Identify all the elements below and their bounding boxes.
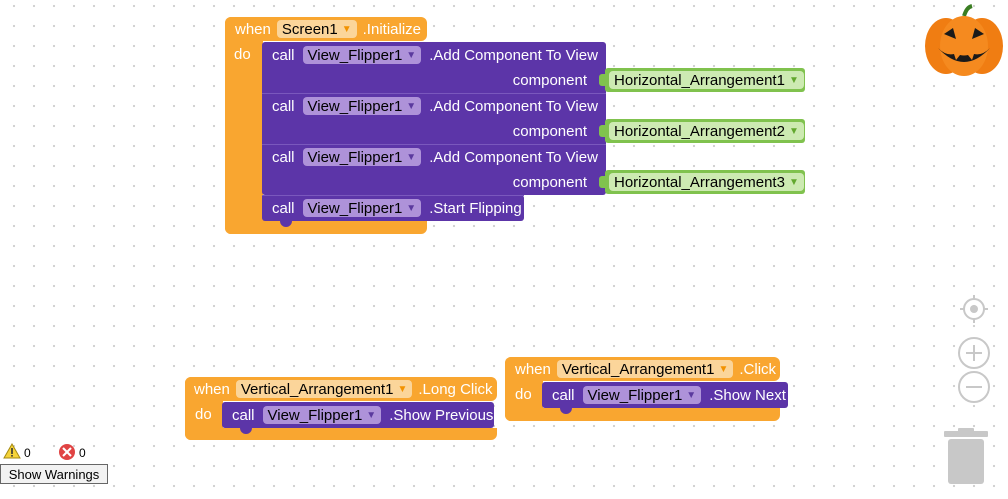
component-dropdown-horizontal[interactable]: Horizontal_Arrangement1 ▼ (609, 71, 804, 89)
crosshair-icon[interactable] (959, 294, 989, 324)
component-dropdown-screen1[interactable]: Screen1 ▼ (276, 20, 357, 38)
horizontal-arrangement-block[interactable]: Horizontal_Arrangement2 ▼ (599, 119, 805, 143)
trash-icon[interactable] (942, 428, 990, 486)
dropdown-arrow-icon: ▼ (718, 363, 729, 375)
event-name: .Long Click (418, 380, 493, 398)
component-dropdown-vertical[interactable]: Vertical_Arrangement1 ▼ (556, 360, 734, 378)
dropdown-arrow-icon: ▼ (788, 125, 799, 137)
component-dropdown-view-flipper[interactable]: View_Flipper1 ▼ (302, 199, 422, 217)
do-label: do (234, 46, 251, 63)
horizontal-arrangement-block[interactable]: Horizontal_Arrangement3 ▼ (599, 170, 805, 194)
call-show-previous[interactable]: call View_Flipper1 ▼ .Show Previous (232, 406, 494, 424)
dropdown-arrow-icon: ▼ (406, 202, 417, 214)
dropdown-arrow-icon: ▼ (366, 409, 377, 421)
show-warnings-button[interactable]: Show Warnings (0, 464, 108, 484)
call-add-component-2[interactable]: call View_Flipper1 ▼ .Add Component To V… (272, 97, 598, 115)
dropdown-arrow-icon: ▼ (341, 23, 352, 35)
call-start-flipping[interactable]: call View_Flipper1 ▼ .Start Flipping (272, 199, 522, 217)
component-dropdown-view-flipper[interactable]: View_Flipper1 ▼ (262, 406, 382, 424)
error-count: 0 (79, 446, 86, 460)
do-label: do (195, 406, 212, 423)
pumpkin-icon (925, 4, 1003, 76)
param-component-label: component (512, 174, 587, 191)
call-add-component-1[interactable]: call View_Flipper1 ▼ .Add Component To V… (272, 46, 598, 64)
param-component-label: component (512, 72, 587, 89)
dropdown-arrow-icon: ▼ (788, 176, 799, 188)
call-show-next[interactable]: call View_Flipper1 ▼ .Show Next (552, 386, 786, 404)
warning-count: 0 (24, 446, 31, 460)
dropdown-arrow-icon: ▼ (686, 389, 697, 401)
do-label: do (515, 386, 532, 403)
component-dropdown-view-flipper[interactable]: View_Flipper1 ▼ (302, 148, 422, 166)
component-dropdown-view-flipper[interactable]: View_Flipper1 ▼ (302, 97, 422, 115)
dropdown-arrow-icon: ▼ (397, 383, 408, 395)
event-name: .Click (739, 360, 777, 378)
call-add-component-3[interactable]: call View_Flipper1 ▼ .Add Component To V… (272, 148, 598, 166)
component-dropdown-view-flipper[interactable]: View_Flipper1 ▼ (302, 46, 422, 64)
when-label: when (235, 20, 271, 38)
param-component-label: component (512, 123, 587, 140)
warning-icon (3, 443, 21, 459)
when-label: when (194, 380, 230, 398)
event-name: .Initialize (362, 20, 421, 38)
dropdown-arrow-icon: ▼ (788, 74, 799, 86)
horizontal-arrangement-block[interactable]: Horizontal_Arrangement1 ▼ (599, 68, 805, 92)
component-dropdown-view-flipper[interactable]: View_Flipper1 ▼ (582, 386, 702, 404)
component-dropdown-horizontal[interactable]: Horizontal_Arrangement2 ▼ (609, 122, 804, 140)
dropdown-arrow-icon: ▼ (406, 151, 417, 163)
dropdown-arrow-icon: ▼ (406, 100, 417, 112)
component-dropdown-horizontal[interactable]: Horizontal_Arrangement3 ▼ (609, 173, 804, 191)
error-icon (59, 444, 75, 460)
when-label: when (515, 360, 551, 378)
zoom-out-icon[interactable] (957, 370, 991, 404)
add-component-stack[interactable] (262, 42, 606, 195)
dropdown-arrow-icon: ▼ (406, 49, 417, 61)
component-dropdown-vertical[interactable]: Vertical_Arrangement1 ▼ (235, 380, 413, 398)
zoom-in-icon[interactable] (957, 336, 991, 370)
